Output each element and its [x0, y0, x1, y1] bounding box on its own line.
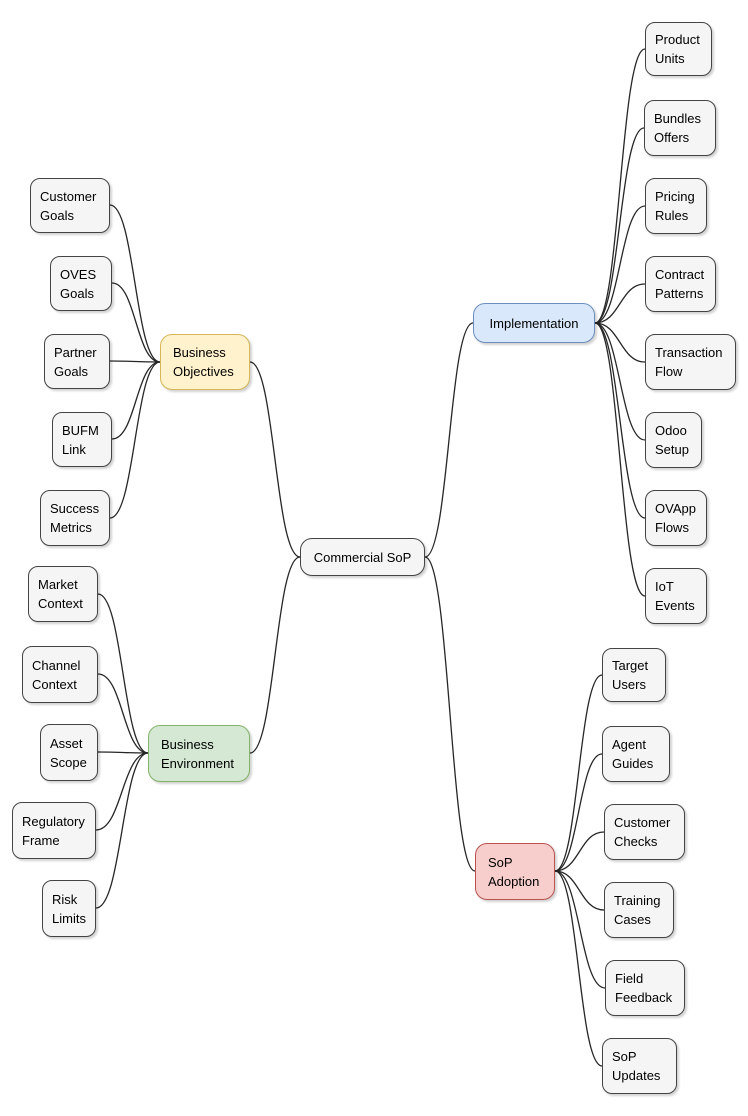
edge [111, 282, 161, 363]
node-risk-limits[interactable]: Risk Limits [42, 880, 96, 937]
edge [554, 870, 606, 989]
edge [249, 556, 301, 754]
node-field-feedback[interactable]: Field Feedback [605, 960, 685, 1016]
node-sop-updates[interactable]: SoP Updates [602, 1038, 677, 1094]
node-transaction-flow[interactable]: Transaction Flow [645, 334, 736, 390]
edge [594, 322, 646, 519]
edge [554, 831, 605, 872]
edge [594, 322, 646, 441]
node-bundles-offers[interactable]: Bundles Offers [644, 100, 716, 156]
edge [97, 593, 149, 754]
node-success-metrics[interactable]: Success Metrics [40, 490, 110, 546]
node-sop-adoption[interactable]: SoP Adoption [475, 843, 555, 900]
edge [594, 322, 646, 597]
edge [594, 48, 646, 324]
node-agent-guides[interactable]: Agent Guides [602, 726, 670, 782]
edge [95, 752, 149, 831]
node-target-users[interactable]: Target Users [602, 648, 666, 702]
edge [554, 674, 603, 872]
node-channel-context[interactable]: Channel Context [22, 646, 98, 703]
edge [97, 751, 149, 754]
node-regulatory-frame[interactable]: Regulatory Frame [12, 802, 96, 859]
edge [594, 283, 646, 324]
node-customer-goals[interactable]: Customer Goals [30, 178, 110, 233]
node-odoo-setup[interactable]: Odoo Setup [645, 412, 702, 468]
edge [594, 127, 645, 324]
node-partner-goals[interactable]: Partner Goals [44, 334, 110, 389]
node-bufm-link[interactable]: BUFM Link [52, 412, 112, 467]
node-implementation[interactable]: Implementation [473, 303, 595, 343]
edge [95, 752, 149, 909]
edge [97, 673, 149, 754]
node-oves-goals[interactable]: OVES Goals [50, 256, 112, 311]
node-business-objectives[interactable]: Business Objectives [160, 334, 250, 390]
edge [111, 361, 161, 440]
node-market-context[interactable]: Market Context [28, 566, 98, 622]
edge [554, 870, 605, 911]
edge [554, 753, 603, 872]
edge [109, 360, 161, 363]
edge [424, 322, 474, 558]
edge [424, 556, 476, 872]
node-business-environment[interactable]: Business Environment [148, 725, 250, 782]
edge [594, 205, 646, 324]
node-asset-scope[interactable]: Asset Scope [40, 724, 98, 781]
edge [109, 361, 161, 519]
edge [594, 322, 646, 363]
node-product-units[interactable]: Product Units [645, 22, 712, 76]
node-contract-patterns[interactable]: Contract Patterns [645, 256, 716, 312]
edge [554, 870, 603, 1067]
node-ovapp-flows[interactable]: OVApp Flows [645, 490, 707, 546]
node-commercial-sop[interactable]: Commercial SoP [300, 538, 425, 576]
node-pricing-rules[interactable]: Pricing Rules [645, 178, 707, 234]
node-iot-events[interactable]: IoT Events [645, 568, 707, 624]
edge [249, 361, 301, 558]
edge [109, 204, 161, 363]
node-customer-checks[interactable]: Customer Checks [604, 804, 685, 860]
node-training-cases[interactable]: Training Cases [604, 882, 674, 938]
